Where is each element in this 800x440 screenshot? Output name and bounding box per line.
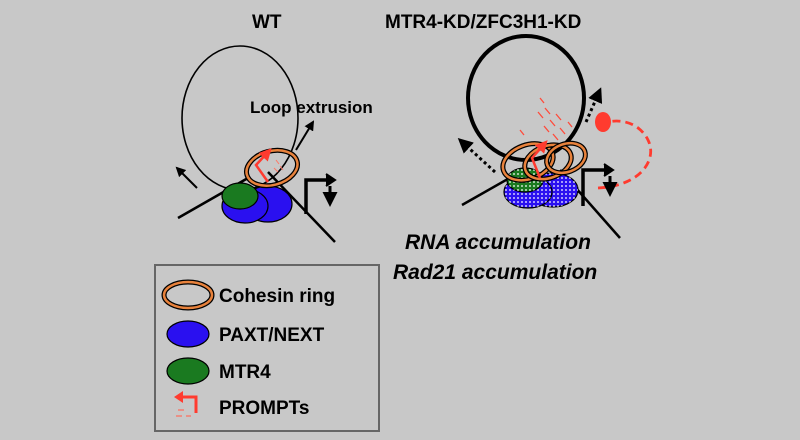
- wt-prompt-transcripts: [273, 159, 284, 173]
- legend-box: [154, 264, 380, 432]
- mtr4-ellipse-icon: [166, 357, 210, 385]
- kd-rad21-accumulation-label: Rad21 accumulation: [393, 261, 597, 284]
- wt-chromatin-loop: [181, 45, 299, 191]
- kd-prompt-transcripts: [519, 97, 573, 141]
- kd-title: MTR4-KD/ZFC3H1-KD: [385, 12, 581, 33]
- kd-rna-dot: [595, 112, 611, 132]
- legend-label-prompts: PROMPTs: [219, 398, 309, 419]
- prompt-arrowhead-icon: [174, 391, 183, 403]
- wt-prompt-arrow: [254, 148, 272, 183]
- kd-extrusion-arrow-left: [457, 137, 497, 174]
- cohesin-ring-icon-fill: [162, 280, 214, 310]
- legend-item-mtr4: MTR4: [166, 357, 271, 385]
- legend-item-prompts: PROMPTs: [174, 391, 309, 419]
- paxt-next-ellipse-icon: [166, 320, 210, 348]
- wt-tss-arrow-icon: [325, 173, 337, 187]
- wt-extrusion-arrow-right: [295, 120, 315, 151]
- prompt-transcript-dashes: [176, 409, 191, 417]
- legend-item-cohesin: Cohesin ring: [161, 279, 335, 311]
- kd-panel: MTR4-KD/ZFC3H1-KD: [385, 12, 653, 284]
- prompt-arrow-icon: [178, 395, 198, 413]
- legend-label-mtr4: MTR4: [219, 362, 271, 383]
- legend-item-paxt-next: PAXT/NEXT: [166, 320, 325, 348]
- kd-cohesin-rings: [500, 140, 588, 183]
- kd-tss-arrow-icon: [603, 163, 615, 177]
- wt-title: WT: [252, 12, 282, 33]
- wt-extrusion-arrow-left: [175, 166, 198, 189]
- kd-prompt-arrow: [530, 140, 548, 179]
- wt-panel: WT Loop extrusion: [175, 12, 373, 243]
- kd-rna-accumulation-label: RNA accumulation: [405, 231, 591, 254]
- wt-mtr4: [221, 182, 259, 210]
- legend: Cohesin ring PAXT/NEXT MTR4 PROMPTs: [154, 264, 380, 432]
- wt-promoter-tss: [304, 178, 332, 214]
- kd-promoter-tss: [581, 168, 610, 206]
- legend-label-paxt-next: PAXT/NEXT: [219, 325, 325, 346]
- wt-loop-extrusion-label: Loop extrusion: [250, 98, 373, 117]
- kd-rna-feedback-loop: [597, 119, 653, 190]
- legend-label-cohesin: Cohesin ring: [219, 286, 335, 307]
